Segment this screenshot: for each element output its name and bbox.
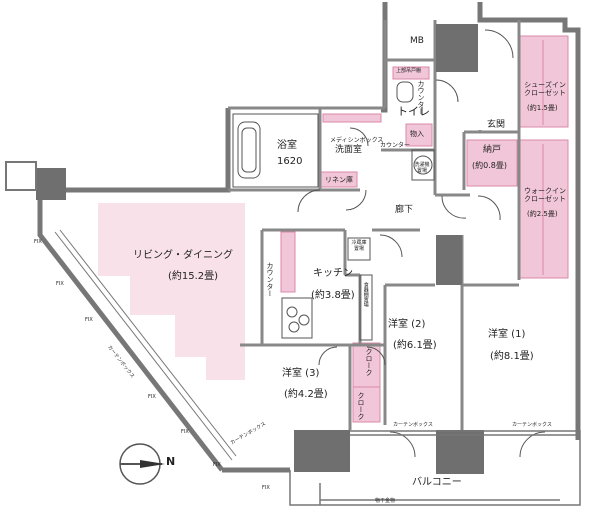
shoes-in-closet-size: (約1.5畳) bbox=[527, 104, 558, 112]
mb-label: MB bbox=[410, 36, 424, 46]
western3-label: 洋室 (3) bbox=[282, 368, 320, 379]
balcony-label: バルコニー bbox=[412, 477, 462, 488]
fridge-label: 冷蔵庫 置場 bbox=[351, 240, 367, 252]
fix-label-3: FIX bbox=[85, 317, 93, 323]
hanging-cabinet-label: 上部吊戸棚 bbox=[396, 68, 422, 74]
washer-label: 洗濯機 置場 bbox=[414, 162, 430, 174]
kitchen-counter-label: カウンター bbox=[266, 262, 275, 297]
compass-label: N bbox=[166, 455, 176, 468]
curtain-box-label-2: カーテンボックス bbox=[512, 422, 552, 428]
nando-size: (約0.8畳) bbox=[472, 161, 507, 170]
window-line bbox=[54, 229, 237, 461]
western1-label: 洋室 (1) bbox=[488, 329, 526, 340]
fix-label-7: FIX bbox=[262, 485, 270, 491]
living-dining-area bbox=[98, 203, 245, 380]
curtain-box-label-1: カーテンボックス bbox=[393, 422, 433, 428]
medicine-box-area bbox=[322, 113, 382, 123]
cloak2-label: クローク bbox=[357, 392, 366, 420]
cloak2-area bbox=[352, 386, 381, 423]
washroom-counter-label: カウンター bbox=[380, 142, 411, 149]
kitchen-label: キッチン bbox=[313, 268, 353, 279]
kitchen-size: (約3.8畳) bbox=[311, 290, 355, 301]
living-label: リビング・ダイニング bbox=[133, 250, 233, 261]
cupboard-label: 食器棚置場 bbox=[362, 282, 369, 307]
bath-label: 浴室 bbox=[277, 140, 297, 151]
fix-label-6: FIX bbox=[213, 462, 221, 468]
exterior-walls bbox=[37, 2, 581, 473]
nando-area bbox=[466, 139, 518, 187]
western2-size: (約6.1畳) bbox=[393, 340, 437, 351]
storage-in-area bbox=[405, 123, 433, 147]
bath-size: 1620 bbox=[277, 156, 303, 167]
walk-in-closet-label: ウォークイン クローゼット bbox=[524, 187, 566, 204]
fixtures bbox=[232, 29, 546, 458]
hanging-cabinet-area bbox=[392, 66, 430, 80]
gutter-label: 物干金物 bbox=[375, 498, 396, 504]
medicine-box-label: メディシンボックス bbox=[330, 137, 384, 144]
living-size: (約15.2畳) bbox=[168, 271, 219, 282]
washroom-label: 洗面室 bbox=[335, 145, 363, 155]
fix-label-4: FIX bbox=[148, 394, 156, 400]
storage-label: 物入 bbox=[410, 130, 424, 138]
genkan-label: 玄関 bbox=[487, 120, 506, 130]
western1-size: (約8.1畳) bbox=[490, 351, 534, 362]
corridor-label: 廊下 bbox=[395, 205, 414, 215]
balcony-outline bbox=[289, 430, 581, 506]
cloak1-label: クローク bbox=[365, 348, 374, 376]
western2-label: 洋室 (2) bbox=[388, 319, 426, 330]
fix-label-2: FIX bbox=[56, 281, 64, 287]
compass-icon bbox=[119, 443, 165, 485]
shoes-in-closet-label: シューズイン クローゼット bbox=[524, 81, 566, 98]
structural-columns bbox=[5, 24, 484, 474]
toilet-label: トイレ bbox=[397, 105, 430, 118]
western3-size: (約4.2畳) bbox=[284, 389, 328, 400]
toilet-counter-label: カウンター bbox=[417, 80, 426, 115]
linen-label: リネン庫 bbox=[325, 176, 353, 184]
fix-label-5: FIX bbox=[181, 429, 189, 435]
kitchen-cabinet-area bbox=[280, 231, 296, 293]
nando-label: 納戸 bbox=[483, 145, 502, 155]
walk-in-closet-size: (約2.5畳) bbox=[527, 210, 558, 218]
fix-label-1: FIX bbox=[34, 239, 42, 245]
